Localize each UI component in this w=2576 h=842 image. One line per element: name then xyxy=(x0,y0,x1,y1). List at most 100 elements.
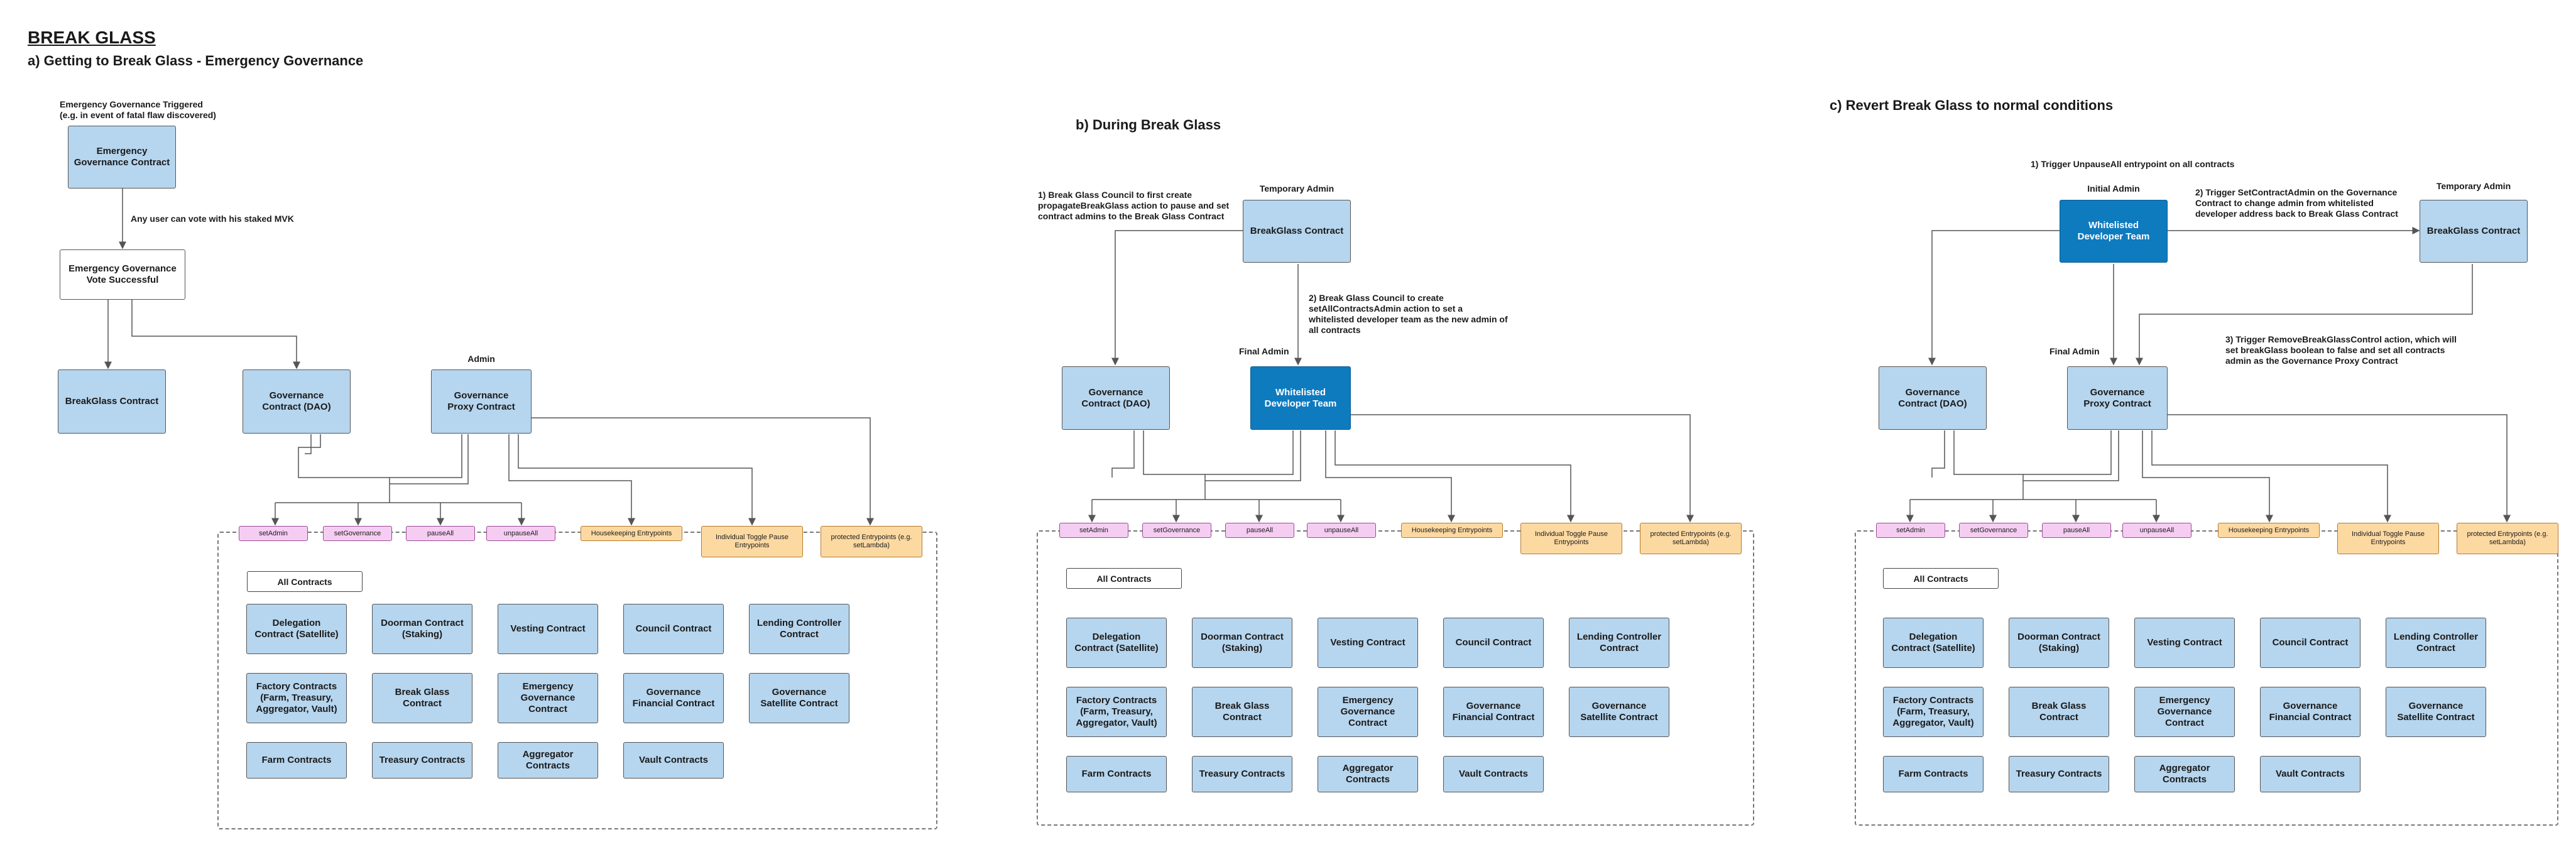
contract-box: Emergency Governance Contract xyxy=(1318,687,1418,737)
initial-admin-label-c: Initial Admin xyxy=(2087,183,2140,194)
contract-box: Break Glass Contract xyxy=(1192,687,1292,737)
breakglass-contract-box-b: BreakGlass Contract xyxy=(1243,200,1351,263)
contract-box: Emergency Governance Contract xyxy=(498,673,598,723)
break-glass-note-2: 2) Break Glass Council to create setAllC… xyxy=(1309,293,1508,335)
contract-box: Farm Contracts xyxy=(1066,756,1167,792)
revert-note-2: 2) Trigger SetContractAdmin on the Gover… xyxy=(2195,187,2398,219)
contract-box: Governance Satellite Contract xyxy=(1569,687,1669,737)
emergency-governance-contract-box: Emergency Governance Contract xyxy=(68,126,176,189)
housekeeping-entrypoints-c: Housekeeping Entrypoints xyxy=(2218,523,2320,538)
entrypoint-setgovernance-a: setGovernance xyxy=(323,526,392,541)
break-glass-note-1: 1) Break Glass Council to first create p… xyxy=(1038,190,1230,221)
entrypoint-pauseall-b: pauseAll xyxy=(1225,523,1294,538)
contract-box: Aggregator Contracts xyxy=(498,742,598,779)
individual-toggle-pause-b: Individual Toggle Pause Entrypoints xyxy=(1520,523,1622,554)
trigger-note-line2: (e.g. in event of fatal flaw discovered) xyxy=(60,110,216,120)
contract-box: Governance Financial Contract xyxy=(1443,687,1544,737)
section-b-heading: b) During Break Glass xyxy=(1076,117,1221,133)
entrypoint-setadmin-b: setAdmin xyxy=(1059,523,1128,538)
contract-box: Vesting Contract xyxy=(498,604,598,654)
temporary-admin-label-c: Temporary Admin xyxy=(2436,181,2511,191)
governance-proxy-contract-box-a: Governance Proxy Contract xyxy=(431,369,532,434)
entrypoint-setgovernance-c: setGovernance xyxy=(1959,523,2028,538)
temporary-admin-label-b: Temporary Admin xyxy=(1259,183,1334,194)
governance-contract-box-b: Governance Contract (DAO) xyxy=(1062,366,1170,430)
protected-entrypoints-c: protected Entrypoints (e.g. setLambda) xyxy=(2457,523,2558,554)
contract-box: Vault Contracts xyxy=(1443,756,1544,792)
entrypoint-setgovernance-b: setGovernance xyxy=(1142,523,1211,538)
trigger-note-line1: Emergency Governance Triggered xyxy=(60,99,203,109)
contract-box: Farm Contracts xyxy=(246,742,347,779)
contract-box: Treasury Contracts xyxy=(1192,756,1292,792)
contract-box: Governance Financial Contract xyxy=(2260,687,2360,737)
contract-box: Vesting Contract xyxy=(2134,618,2235,668)
final-admin-label-c: Final Admin xyxy=(2049,346,2100,356)
whitelisted-developer-team-box-b: Whitelisted Developer Team xyxy=(1250,366,1351,430)
contract-box: Aggregator Contracts xyxy=(2134,756,2235,792)
entrypoint-pauseall-a: pauseAll xyxy=(406,526,475,541)
all-contracts-label-b: All Contracts xyxy=(1066,568,1182,589)
protected-entrypoints-a: protected Entrypoints (e.g. setLambda) xyxy=(821,526,922,557)
contract-box: Delegation Contract (Satellite) xyxy=(1066,618,1167,668)
entrypoint-unpauseall-b: unpauseAll xyxy=(1307,523,1376,538)
contract-box: Doorman Contract (Staking) xyxy=(1192,618,1292,668)
governance-proxy-contract-box-c: Governance Proxy Contract xyxy=(2067,366,2168,430)
contract-box: Lending Controller Contract xyxy=(2386,618,2486,668)
contract-box: Factory Contracts (Farm, Treasury, Aggre… xyxy=(1066,687,1167,737)
contract-box: Council Contract xyxy=(623,604,724,654)
protected-entrypoints-b: protected Entrypoints (e.g. setLambda) xyxy=(1640,523,1742,554)
breakglass-contract-box-c: BreakGlass Contract xyxy=(2420,200,2528,263)
final-admin-label-b: Final Admin xyxy=(1239,346,1289,356)
individual-toggle-pause-c: Individual Toggle Pause Entrypoints xyxy=(2337,523,2439,554)
contract-box: Vault Contracts xyxy=(623,742,724,779)
contract-box: Farm Contracts xyxy=(1883,756,1984,792)
governance-contract-box-c: Governance Contract (DAO) xyxy=(1879,366,1987,430)
contract-box: Aggregator Contracts xyxy=(1318,756,1418,792)
section-a-heading: a) Getting to Break Glass - Emergency Go… xyxy=(28,53,364,68)
contract-box: Treasury Contracts xyxy=(372,742,472,779)
breakglass-contract-box-a: BreakGlass Contract xyxy=(58,369,166,434)
vote-successful-box: Emergency Governance Vote Successful xyxy=(60,249,185,300)
contract-box: Vault Contracts xyxy=(2260,756,2360,792)
revert-note-1: 1) Trigger UnpauseAll entrypoint on all … xyxy=(2031,159,2235,169)
contract-box: Governance Financial Contract xyxy=(623,673,724,723)
contract-box: Factory Contracts (Farm, Treasury, Aggre… xyxy=(246,673,347,723)
contract-box: Lending Controller Contract xyxy=(1569,618,1669,668)
contract-box: Break Glass Contract xyxy=(372,673,472,723)
contract-box: Factory Contracts (Farm, Treasury, Aggre… xyxy=(1883,687,1984,737)
contract-box: Treasury Contracts xyxy=(2009,756,2109,792)
housekeeping-entrypoints-b: Housekeeping Entrypoints xyxy=(1401,523,1503,538)
contract-box: Governance Satellite Contract xyxy=(749,673,849,723)
whitelisted-developer-team-box-c: Whitelisted Developer Team xyxy=(2060,200,2168,263)
contract-box: Emergency Governance Contract xyxy=(2134,687,2235,737)
contracts-region-a xyxy=(217,532,937,829)
all-contracts-label-a: All Contracts xyxy=(247,571,363,592)
entrypoint-setadmin-a: setAdmin xyxy=(239,526,308,541)
entrypoint-setadmin-c: setAdmin xyxy=(1876,523,1945,538)
contracts-region-b xyxy=(1037,530,1754,826)
section-c-heading: c) Revert Break Glass to normal conditio… xyxy=(1830,97,2114,113)
contract-box: Break Glass Contract xyxy=(2009,687,2109,737)
vote-note: Any user can vote with his staked MVK xyxy=(131,214,294,224)
individual-toggle-pause-a: Individual Toggle Pause Entrypoints xyxy=(701,526,803,557)
entrypoint-unpauseall-c: unpauseAll xyxy=(2122,523,2191,538)
entrypoint-unpauseall-a: unpauseAll xyxy=(486,526,555,541)
contract-box: Governance Satellite Contract xyxy=(2386,687,2486,737)
contracts-region-c xyxy=(1855,530,2558,826)
contract-box: Delegation Contract (Satellite) xyxy=(246,604,347,654)
contract-box: Council Contract xyxy=(1443,618,1544,668)
revert-note-3: 3) Trigger RemoveBreakGlassControl actio… xyxy=(2225,334,2457,366)
page-title: BREAK GLASS xyxy=(28,28,156,47)
governance-contract-box-a: Governance Contract (DAO) xyxy=(243,369,351,434)
contract-box: Vesting Contract xyxy=(1318,618,1418,668)
housekeeping-entrypoints-a: Housekeeping Entrypoints xyxy=(581,526,682,541)
contract-box: Lending Controller Contract xyxy=(749,604,849,654)
entrypoint-pauseall-c: pauseAll xyxy=(2042,523,2111,538)
trigger-note: Emergency Governance Triggered (e.g. in … xyxy=(60,99,248,121)
all-contracts-label-c: All Contracts xyxy=(1883,568,1999,589)
contract-box: Doorman Contract (Staking) xyxy=(372,604,472,654)
admin-label-a: Admin xyxy=(467,354,495,364)
contract-box: Council Contract xyxy=(2260,618,2360,668)
contract-box: Delegation Contract (Satellite) xyxy=(1883,618,1984,668)
